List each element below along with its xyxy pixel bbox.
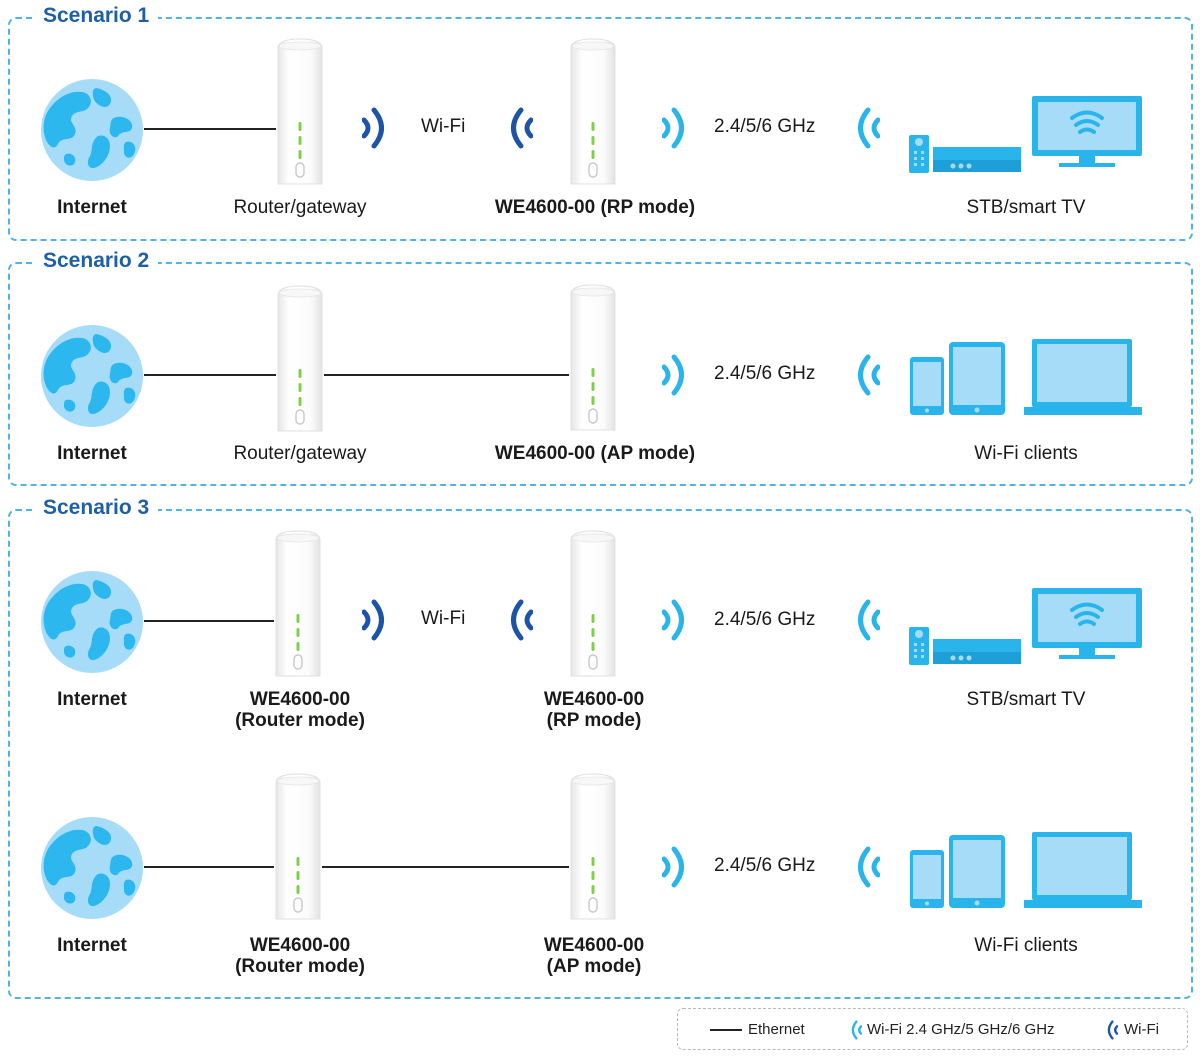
legend-wifi-multi-label: Wi-Fi 2.4 GHz/5 GHz/6 GHz bbox=[867, 1021, 1055, 1038]
we4600-router-mode-label: (Router mode) bbox=[235, 956, 365, 977]
wifi-band-out-icon bbox=[662, 106, 692, 150]
wifi-signal-out-icon bbox=[362, 598, 392, 642]
router-gateway-label: Router/gateway bbox=[233, 197, 367, 218]
stb-smart-tv-label: STB/smart TV bbox=[966, 197, 1086, 218]
scenario-2-box bbox=[8, 262, 1193, 486]
we4600-rp-device bbox=[568, 530, 618, 678]
band-label: 2.4/5/6 GHz bbox=[714, 609, 816, 630]
wifi-band-in-icon bbox=[850, 845, 880, 889]
we4600-ap-mode-label: (AP mode) bbox=[546, 956, 642, 977]
internet-globe-icon bbox=[40, 78, 144, 182]
we4600-ap-device bbox=[568, 773, 618, 921]
ethernet-line bbox=[144, 128, 276, 130]
router-gateway-device bbox=[275, 38, 325, 186]
internet-globe-icon bbox=[40, 570, 144, 674]
wifi-band-in-icon bbox=[850, 598, 880, 642]
we4600-ap-name-label: WE4600-00 bbox=[543, 935, 645, 956]
internet-globe-icon bbox=[40, 324, 144, 428]
wifi-clients-icon bbox=[909, 339, 1143, 417]
scenario-3-title: Scenario 3 bbox=[34, 496, 159, 520]
wifi-link-label: Wi-Fi bbox=[421, 608, 466, 629]
stb-smart-tv-label: STB/smart TV bbox=[966, 689, 1086, 710]
wifi-signal-in-icon bbox=[503, 106, 533, 150]
we4600-rp-name-label: WE4600-00 bbox=[543, 689, 645, 710]
scenario-3-box bbox=[8, 509, 1193, 999]
wifi-clients-label: Wi-Fi clients bbox=[974, 443, 1078, 464]
we4600-rp-label: WE4600-00 (RP mode) bbox=[494, 197, 696, 218]
legend-wifi-multi-icon bbox=[848, 1019, 862, 1041]
stb-smart-tv-icon bbox=[908, 95, 1144, 175]
internet-globe-icon bbox=[40, 816, 144, 920]
wifi-band-out-icon bbox=[662, 845, 692, 889]
band-label: 2.4/5/6 GHz bbox=[714, 855, 816, 876]
scenario-2-title: Scenario 2 bbox=[34, 249, 159, 273]
legend: Ethernet Wi-Fi 2.4 GHz/5 GHz/6 GHz Wi-Fi bbox=[677, 1008, 1188, 1050]
wifi-clients-label: Wi-Fi clients bbox=[974, 935, 1078, 956]
legend-wifi-icon bbox=[1104, 1019, 1118, 1041]
band-label: 2.4/5/6 GHz bbox=[714, 363, 816, 384]
wifi-band-out-icon bbox=[662, 353, 692, 397]
ethernet-line bbox=[144, 374, 276, 376]
we4600-ap-label: WE4600-00 (AP mode) bbox=[494, 443, 696, 464]
wifi-band-in-icon bbox=[850, 106, 880, 150]
internet-label: Internet bbox=[57, 689, 127, 710]
wifi-clients-icon bbox=[909, 832, 1143, 910]
legend-ethernet-label: Ethernet bbox=[748, 1021, 805, 1038]
wifi-link-label: Wi-Fi bbox=[421, 116, 466, 137]
ethernet-line bbox=[322, 866, 569, 868]
router-gateway-device bbox=[275, 285, 325, 433]
we4600-rp-device bbox=[568, 38, 618, 186]
internet-label: Internet bbox=[57, 443, 127, 464]
wifi-band-out-icon bbox=[662, 598, 692, 642]
ethernet-line bbox=[324, 374, 569, 376]
scenario-1-box bbox=[8, 17, 1193, 241]
we4600-router-device bbox=[273, 773, 323, 921]
ethernet-line bbox=[144, 620, 274, 622]
scenario-1-title: Scenario 1 bbox=[34, 4, 159, 28]
legend-ethernet-line bbox=[710, 1029, 742, 1031]
legend-wifi-label: Wi-Fi bbox=[1124, 1021, 1159, 1038]
we4600-rp-mode-label: (RP mode) bbox=[546, 710, 642, 731]
wifi-signal-out-icon bbox=[362, 106, 392, 150]
internet-label: Internet bbox=[57, 197, 127, 218]
stb-smart-tv-icon bbox=[908, 587, 1144, 667]
internet-label: Internet bbox=[57, 935, 127, 956]
band-label: 2.4/5/6 GHz bbox=[714, 116, 816, 137]
we4600-ap-device bbox=[568, 284, 618, 432]
we4600-router-mode-label: (Router mode) bbox=[235, 710, 365, 731]
wifi-band-in-icon bbox=[850, 353, 880, 397]
we4600-router-device bbox=[273, 530, 323, 678]
we4600-router-name-label: WE4600-00 bbox=[249, 689, 351, 710]
wifi-signal-in-icon bbox=[503, 598, 533, 642]
we4600-router-name-label: WE4600-00 bbox=[249, 935, 351, 956]
router-gateway-label: Router/gateway bbox=[233, 443, 367, 464]
ethernet-line bbox=[144, 866, 274, 868]
